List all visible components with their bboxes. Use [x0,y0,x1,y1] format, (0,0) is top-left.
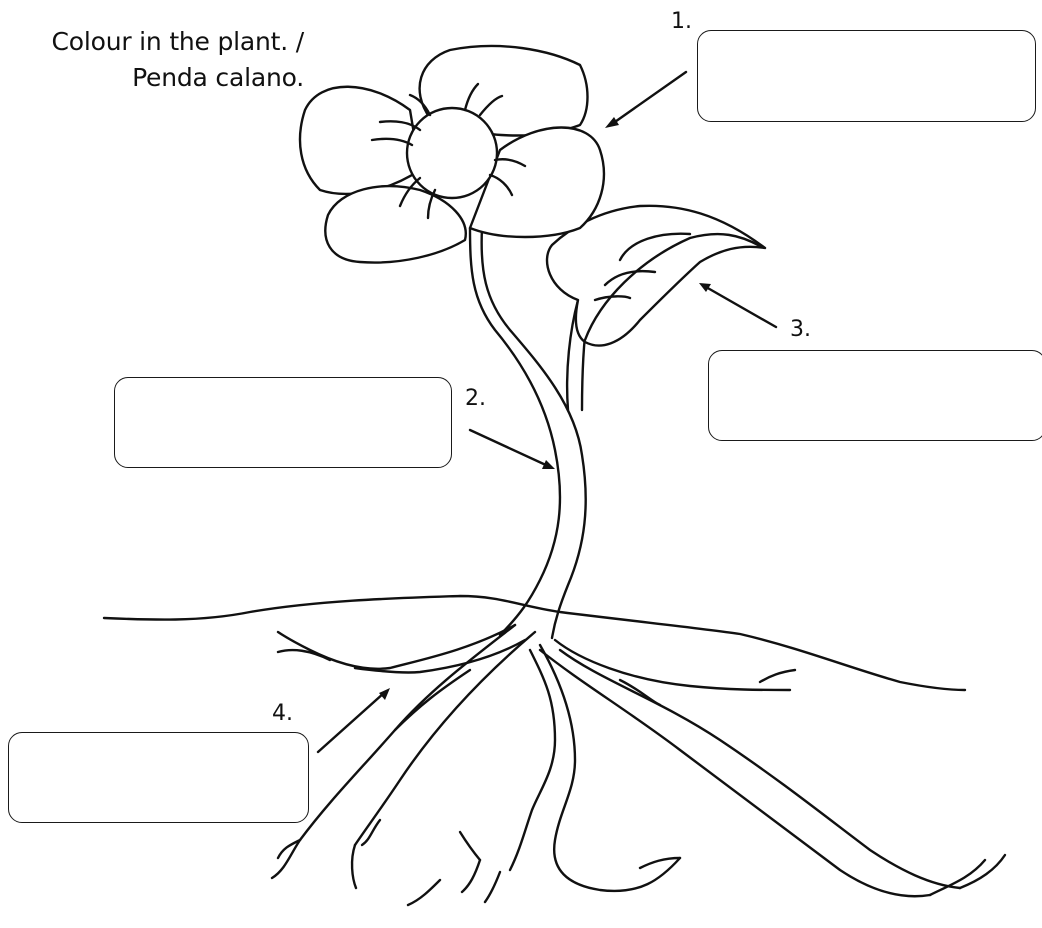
answer-box-3[interactable] [708,350,1042,441]
arrow-2 [470,430,555,469]
label-number-4: 4. [272,702,293,726]
answer-box-4[interactable] [8,732,309,823]
roots [272,625,1005,905]
flower [300,46,604,263]
label-number-1: 1. [671,10,692,34]
arrow-4 [318,688,390,752]
label-number-3: 3. [790,318,811,342]
answer-box-1[interactable] [697,30,1036,122]
label-number-2: 2. [465,387,486,411]
answer-box-2[interactable] [114,377,452,468]
arrow-3 [699,283,776,327]
ground-line [104,596,965,690]
arrow-1 [605,72,686,128]
